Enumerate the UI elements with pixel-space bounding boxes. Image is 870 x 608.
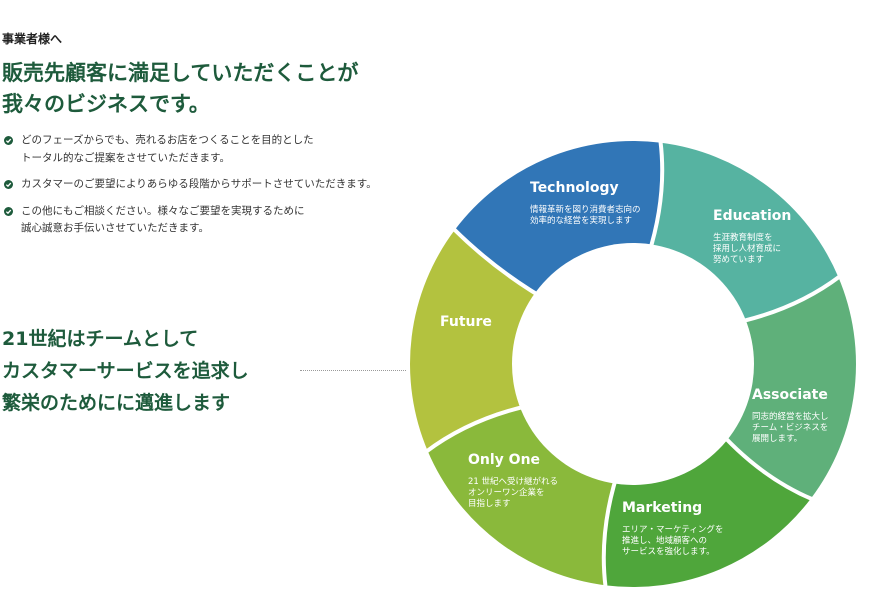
headline: 販売先顧客に満足していただくことが 我々のビジネスです。 xyxy=(2,58,358,120)
segment-desc-education: 採用し人材育成に xyxy=(713,243,781,254)
segment-desc-marketing: 推進し、地域顧客への xyxy=(622,535,707,546)
cycle-center xyxy=(512,243,754,485)
headline-line: 我々のビジネスです。 xyxy=(2,92,210,116)
feature-text: どのフェーズからでも、売れるお店をつくることを目的とした xyxy=(21,134,314,146)
check-icon xyxy=(4,206,13,216)
feature-text: カスタマーのご要望によりあらゆる段階からサポートさせていただきます。 xyxy=(21,178,377,190)
feature-text: この他にもご相談ください。様々なご要望を実現するために xyxy=(21,204,305,217)
feature-text: 誠心誠意お手伝いさせていただきます。 xyxy=(21,222,209,234)
segment-desc-technology: 情報革新を図り消費者志向の xyxy=(530,204,641,215)
segment-desc-marketing: サービスを強化します。 xyxy=(622,546,715,557)
slogan-line: 繁栄のためにに邁進します xyxy=(2,392,231,414)
feature-list: どのフェーズからでも、売れるお店をつくることを目的とした トータル的なご提案をさ… xyxy=(4,132,414,247)
segment-desc-technology: 効率的な経営を実現します xyxy=(530,215,632,226)
slogan-line: 21世紀はチームとして xyxy=(2,328,199,350)
check-icon xyxy=(4,136,13,145)
slogan-line: カスタマーサービスを追求し xyxy=(2,360,249,382)
feature-item: どのフェーズからでも、売れるお店をつくることを目的とした トータル的なご提案をさ… xyxy=(4,132,414,167)
check-icon xyxy=(4,180,13,189)
slogan: 21世紀はチームとして カスタマーサービスを追求し 繁栄のためにに邁進します xyxy=(2,323,249,419)
segment-desc-associate: チーム・ビジネスを xyxy=(752,423,828,433)
segment-desc-only-one: 21 世紀へ受け継がれる xyxy=(468,476,558,487)
segment-desc-associate: 同志的経営を拡大し xyxy=(752,411,829,422)
segment-title-marketing: Marketing xyxy=(622,500,702,516)
eyebrow: 事業者様へ xyxy=(2,32,63,46)
segment-title-future: Future xyxy=(440,314,492,330)
segment-title-technology: Technology xyxy=(530,180,619,196)
leader-line xyxy=(300,370,406,371)
segment-title-only-one: Only One xyxy=(468,452,540,468)
segment-desc-associate: 展開します。 xyxy=(752,434,802,444)
feature-item: カスタマーのご要望によりあらゆる段階からサポートさせていただきます。 xyxy=(4,176,414,194)
feature-item: この他にもご相談ください。様々なご要望を実現するために 誠心誠意お手伝いさせてい… xyxy=(4,203,414,238)
segment-desc-only-one: 目指します xyxy=(468,498,511,509)
headline-line: 販売先顧客に満足していただくことが xyxy=(2,61,359,85)
segment-title-associate: Associate xyxy=(752,387,828,403)
segment-desc-only-one: オンリーワン企業を xyxy=(468,487,545,498)
segment-title-education: Education xyxy=(713,208,791,224)
feature-text: トータル的なご提案をさせていただきます。 xyxy=(21,151,230,164)
segment-desc-education: 努めています xyxy=(713,254,764,265)
segment-desc-education: 生涯教育制度を xyxy=(713,232,773,243)
segment-desc-marketing: エリア・マーケティングを xyxy=(622,524,723,535)
